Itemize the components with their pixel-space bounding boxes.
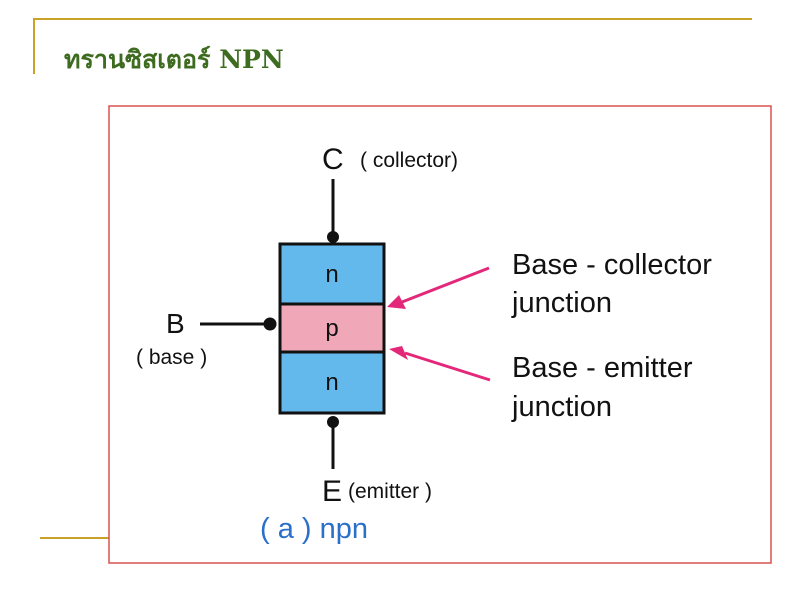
middle-layer-label: p [325, 315, 338, 342]
collector-label: ( collector) [360, 149, 458, 172]
bc-junction-label-line2: junction [511, 287, 612, 319]
base-letter: B [166, 308, 185, 339]
be-arrow-line [404, 351, 491, 382]
bottom-accent-line [40, 537, 115, 539]
collector-contact-dot [327, 231, 339, 243]
emitter-n-region [280, 352, 384, 413]
left-accent-tick [33, 18, 35, 74]
figure-caption: ( a ) npn [260, 513, 368, 545]
base-contact-dot [263, 317, 277, 331]
bc-arrow-head-icon [387, 295, 406, 309]
top-layer-label: n [325, 261, 338, 288]
emitter-letter: E [322, 475, 342, 508]
collector-n-region [280, 244, 384, 304]
collector-letter: C [322, 143, 344, 176]
bc-junction-label-line1: Base - collector [512, 249, 712, 281]
emitter-label: (emitter ) [348, 480, 432, 503]
figure-frame [108, 105, 772, 564]
transistor-outline [278, 242, 386, 415]
bc-arrow-line [401, 266, 490, 304]
slide-title: ทรานซิสเตอร์ NPN [64, 45, 284, 74]
bottom-layer-label: n [325, 369, 338, 396]
base-p-region [280, 304, 384, 352]
be-arrow-head-icon [389, 346, 408, 360]
be-junction-label-line1: Base - emitter [512, 352, 693, 384]
top-accent-line [34, 18, 752, 20]
npn-transistor-diagram: C ( collector) n p n B ( base ) E (emitt… [108, 105, 772, 564]
be-junction-label-line2: junction [511, 391, 612, 423]
base-label: ( base ) [136, 346, 207, 369]
